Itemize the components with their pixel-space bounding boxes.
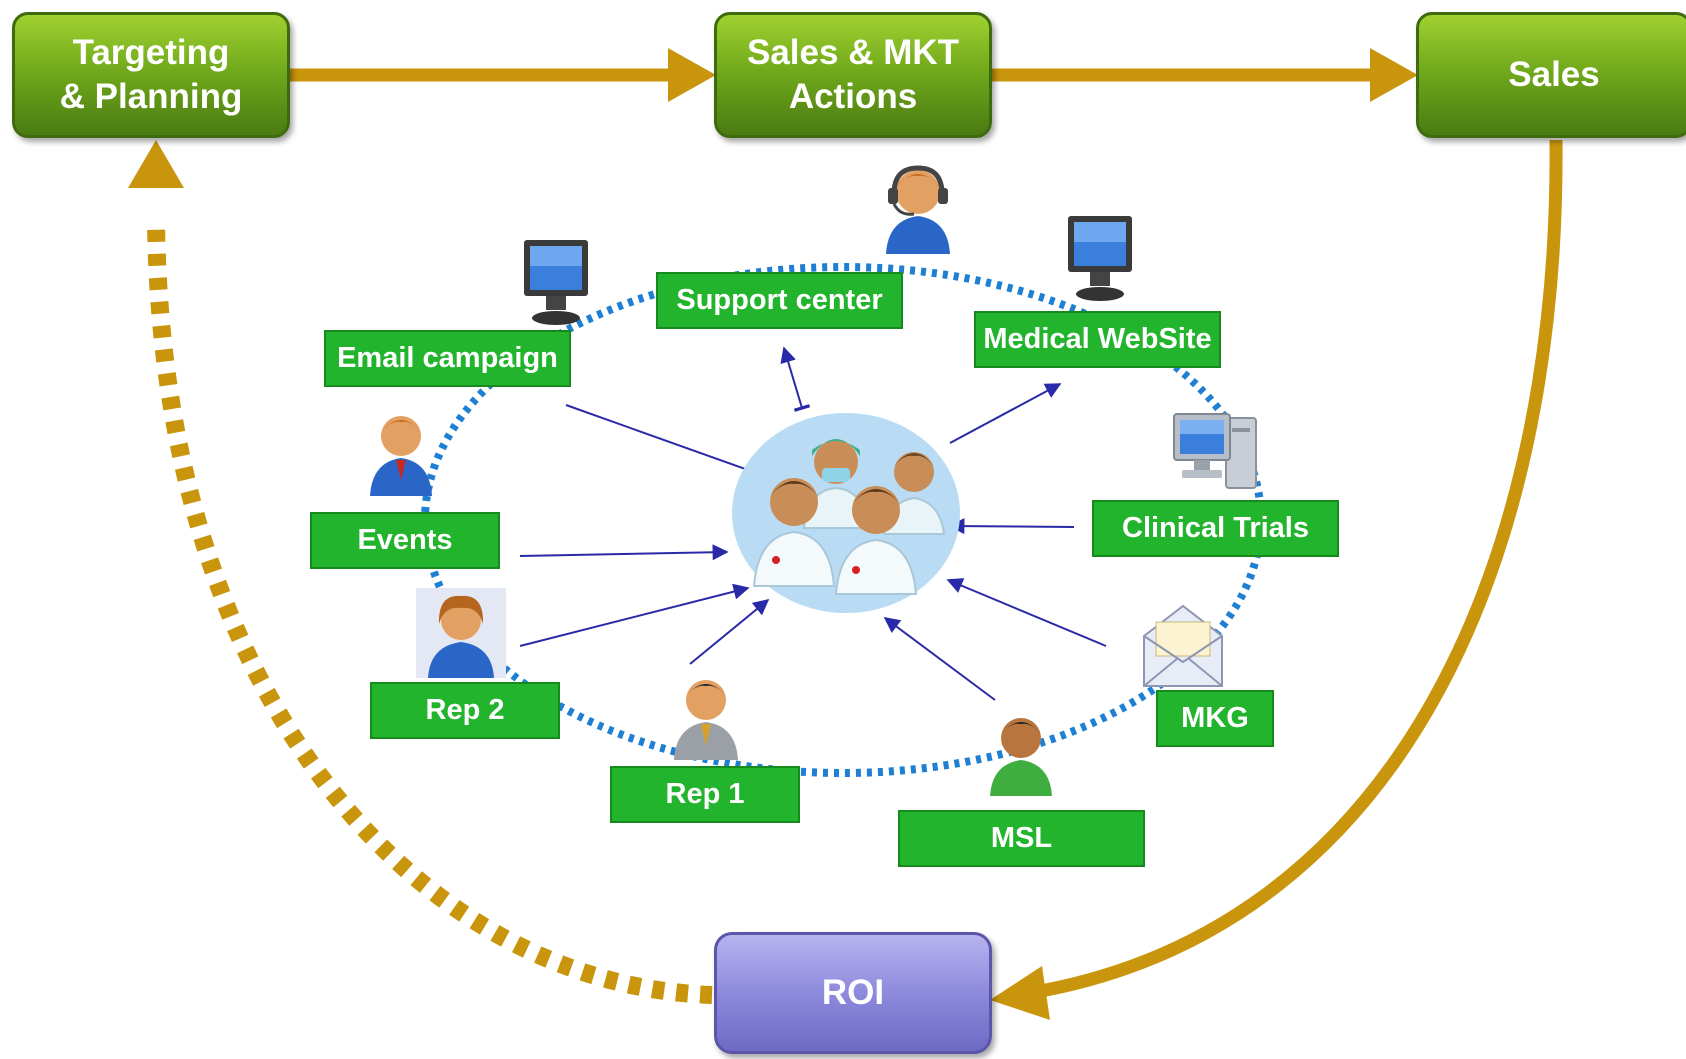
connector-rep1 xyxy=(689,598,770,665)
label-rep2: Rep 2 xyxy=(370,682,560,739)
person-icon xyxy=(990,718,1052,796)
flow-arrow-targeting-to-actions xyxy=(288,48,716,102)
label-mkg: MKG xyxy=(1156,690,1274,747)
connector-msl xyxy=(883,617,996,701)
flow-arrow-roi-to-targeting xyxy=(128,140,713,1004)
connector-website xyxy=(949,383,1062,444)
person-icon xyxy=(370,416,432,496)
desktop-computer-icon xyxy=(1173,413,1257,489)
connector-support xyxy=(780,346,811,412)
label-clinical-trials: Clinical Trials xyxy=(1092,500,1339,557)
connector-mkg xyxy=(946,578,1107,647)
envelope-icon xyxy=(1143,604,1223,687)
headset-operator-icon xyxy=(886,165,950,254)
label-rep1: Rep 1 xyxy=(610,766,800,823)
connector-events xyxy=(519,544,729,561)
label-support-center: Support center xyxy=(656,272,903,329)
connector-rep2 xyxy=(519,583,750,647)
label-msl: MSL xyxy=(898,810,1145,867)
monitor-icon xyxy=(1068,216,1132,301)
process-box-sales: Sales xyxy=(1416,12,1686,138)
label-medical-website: Medical WebSite xyxy=(974,311,1221,368)
person-icon xyxy=(428,595,494,678)
connector-email xyxy=(565,404,778,483)
label-email-campaign: Email campaign xyxy=(324,330,571,387)
process-box-sales-mkt-actions: Sales & MKT Actions xyxy=(714,12,992,138)
connector-clinical xyxy=(948,518,1075,535)
doctors-group-icon xyxy=(732,413,960,613)
process-box-roi: ROI xyxy=(714,932,992,1054)
process-box-targeting: Targeting & Planning xyxy=(12,12,290,138)
label-events: Events xyxy=(310,512,500,569)
person-icon xyxy=(674,680,738,760)
flow-arrow-sales-to-roi xyxy=(990,139,1563,1020)
monitor-icon xyxy=(524,240,588,325)
flow-arrow-actions-to-sales xyxy=(992,48,1418,102)
